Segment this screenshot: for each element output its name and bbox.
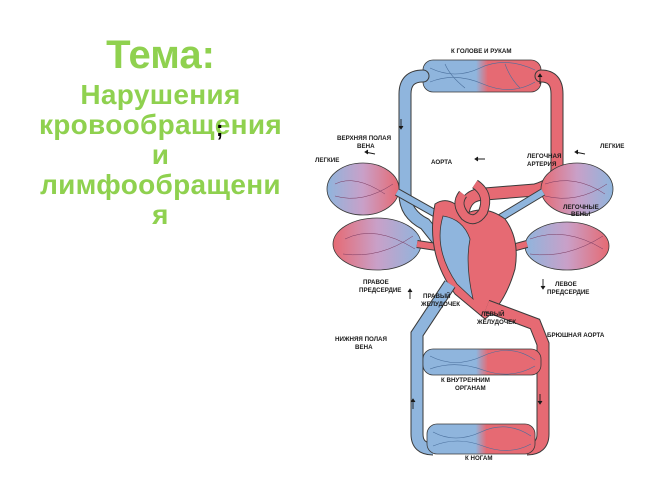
title-block: Тема: Нарушения кровообращения; и лимфоо… [18, 30, 303, 230]
label-to-organs-2: ОРГАНАМ [455, 385, 486, 392]
label-pulmonary-veins: ЛЕГОЧНЫЕ [563, 204, 599, 211]
topic-colon: : [201, 33, 215, 77]
title-line-5: я [152, 199, 169, 230]
label-right-atrium-2: ПРЕДСЕРДИЕ [359, 287, 401, 294]
title-line-2: кровообращения; [18, 109, 303, 142]
label-right-atrium: ПРАВОЕ [363, 279, 389, 286]
title-line-3: и [151, 139, 170, 170]
label-abdominal-aorta: БРЮШНАЯ АОРТА [547, 332, 605, 339]
flow-arrows [364, 73, 586, 409]
topic-heading: Тема: [18, 30, 303, 80]
title-line-4: лимфообращени [40, 169, 281, 200]
label-pulmonary-artery-2: АРТЕРИЯ [527, 161, 557, 168]
label-right-ventricle: ПРАВЫЙ [423, 292, 451, 300]
label-left-atrium-2: ПРЕДСЕРДИЕ [547, 289, 589, 296]
label-left-ventricle-2: ЖЕЛУДОЧЕК [476, 319, 516, 326]
label-right-ventricle-2: ЖЕЛУДОЧЕК [420, 301, 460, 308]
label-to-legs: К НОГАМ [465, 455, 493, 462]
label-to-head: К ГОЛОВЕ И РУКАМ [451, 48, 512, 55]
title-line-1: Нарушения [80, 79, 241, 110]
topic-word: Тема [106, 33, 202, 77]
circulation-diagram: К ГОЛОВЕ И РУКАМ ВЕРХНЯЯ ПОЛАЯ ВЕНА ЛЕГК… [315, 48, 624, 462]
left-lung-capillaries [326, 162, 451, 271]
organ-capillaries [422, 348, 542, 376]
label-left-ventricle: ЛЕВЫЙ [481, 310, 505, 318]
head-capillaries [422, 59, 542, 93]
stray-mark: ; [216, 116, 224, 141]
label-inferior-vena-2: ВЕНА [355, 344, 373, 351]
label-inferior-vena: НИЖНЯЯ ПОЛАЯ [335, 336, 388, 343]
leg-capillaries [426, 423, 536, 455]
label-pulmonary-veins-2: ВЕНЫ [571, 211, 590, 218]
label-superior-vena: ВЕРХНЯЯ ПОЛАЯ [337, 135, 392, 142]
label-lungs-right: ЛЕГКИЕ [600, 143, 624, 150]
label-superior-vena-2: ВЕНА [357, 143, 375, 150]
label-aorta: АОРТА [431, 159, 453, 166]
label-pulmonary-artery: ЛЕГОЧНАЯ [527, 153, 562, 160]
label-lungs-left: ЛЕГКИЕ [315, 157, 339, 164]
label-to-organs: К ВНУТРЕННИМ [441, 377, 490, 384]
title-line-2-text: кровообращения [38, 109, 283, 140]
label-left-atrium: ЛЕВОЕ [555, 281, 577, 288]
